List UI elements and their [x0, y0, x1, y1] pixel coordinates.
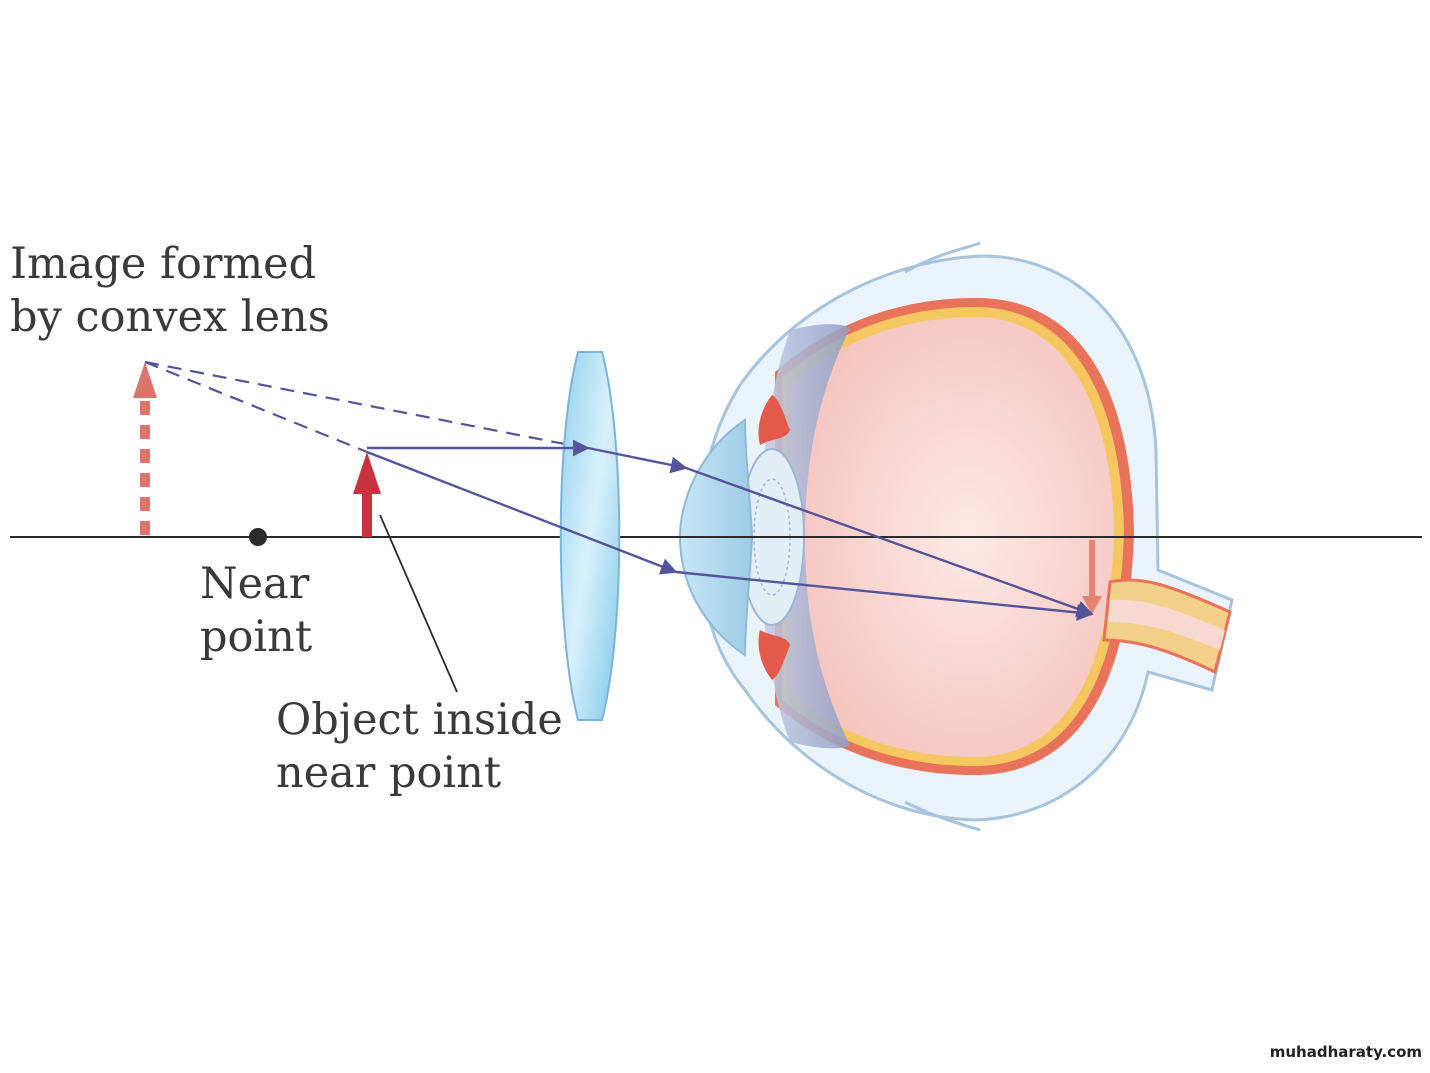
near-point-dot	[249, 528, 267, 546]
ray-object-to-cornea-lower	[366, 450, 678, 575]
dashed-ray-lower	[144, 360, 368, 454]
near-label-line2: point	[200, 612, 313, 662]
eyeball	[678, 241, 1234, 832]
ray-lens-to-cornea-upper	[587, 446, 688, 474]
dashed-ray-upper	[144, 360, 586, 450]
image-label-line2: by convex lens	[10, 292, 330, 342]
object-label: Object inside near point	[276, 694, 563, 800]
lower-eyelid	[904, 800, 981, 832]
ray-cornea-to-retina-upper	[685, 466, 1094, 617]
image-label-line1: Image formed	[10, 239, 317, 289]
near-label-line1: Near	[200, 559, 310, 609]
upper-eyelid	[904, 241, 981, 274]
watermark-text: muhadharaty.com	[1269, 1043, 1422, 1061]
virtual-image-arrow	[133, 362, 157, 535]
optic-nerve-core	[1108, 599, 1225, 650]
object-leader-line	[379, 514, 458, 693]
near-point-label: Near point	[200, 558, 312, 664]
ciliary-body-bottom	[758, 630, 790, 680]
object-arrow	[353, 452, 381, 537]
image-formed-label: Image formed by convex lens	[10, 238, 330, 344]
ray-cornea-to-retina-lower	[675, 570, 1094, 621]
object-label-line1: Object inside	[276, 695, 563, 745]
object-label-line2: near point	[276, 748, 502, 798]
convex-lens	[559, 351, 621, 721]
ciliary-body-top	[758, 395, 790, 445]
